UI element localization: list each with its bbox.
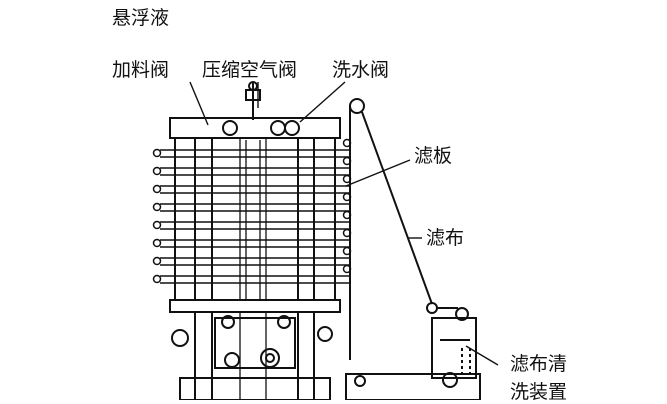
label-wash-water-valve: 洗水阀 bbox=[332, 59, 390, 81]
filter-cloth-path bbox=[349, 98, 469, 360]
label-compressed-air-valve: 压缩空气阀 bbox=[202, 59, 298, 81]
filter-plate-stack bbox=[160, 149, 350, 284]
cloth-washer-box bbox=[431, 317, 477, 388]
top-beam bbox=[169, 117, 341, 139]
lower-wheel-right bbox=[277, 315, 291, 329]
label-suspension-feed-valve-line1: 悬浮液 bbox=[112, 7, 170, 29]
label-filter-cloth: 滤布 bbox=[426, 227, 465, 249]
label-cloth-washer-line1: 滤布清 bbox=[510, 353, 568, 375]
base-box bbox=[345, 373, 481, 400]
label-filter-plate: 滤板 bbox=[414, 145, 453, 167]
screw-column bbox=[239, 138, 267, 400]
leader-lines bbox=[189, 81, 499, 366]
label-cloth-washer-line2: 洗装置 bbox=[510, 381, 568, 403]
lower-wheel-left bbox=[221, 315, 235, 329]
lower-crossbeam bbox=[169, 299, 341, 313]
valve-wheel-left bbox=[222, 120, 238, 136]
plate-hooks-left bbox=[152, 148, 162, 284]
label-suspension-feed-valve-line2: 加料阀 bbox=[112, 59, 170, 81]
